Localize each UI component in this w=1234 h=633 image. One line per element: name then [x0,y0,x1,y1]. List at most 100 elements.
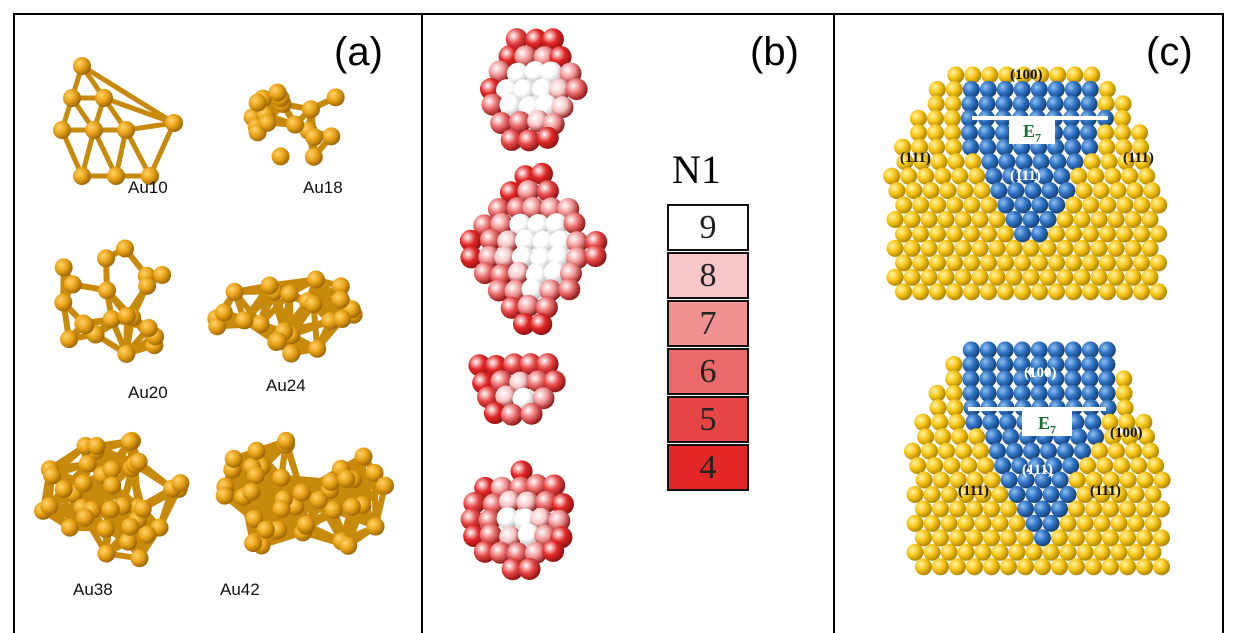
facet-label-111-center-bottom: (111) [1022,462,1053,478]
red-cluster-3-atom [468,354,491,377]
np-bottom-blue-atom [1047,384,1065,402]
au24-atom [282,344,301,363]
red-cluster-2-atom [494,246,517,269]
au38-atom [78,454,97,473]
np-top-blue-atom [1041,182,1059,200]
np-top-gold-atom [1138,167,1156,185]
np-bottom-gold-atom [915,558,932,576]
np-top-blue-atom [1064,138,1082,156]
red-cluster-3-atom [503,353,526,376]
np-top-blue-atom [1013,80,1031,98]
np-top-blue-atom [1047,80,1065,98]
au42-atom [215,486,234,505]
np-top-gold-atom [920,268,938,286]
np-bottom-blue-atom [1045,457,1063,475]
np-top-gold-atom [947,153,965,171]
np-bottom-blue-atom [1047,370,1065,388]
np-bottom-blue-atom [1034,500,1051,518]
np-bottom-gold-atom [1119,558,1136,576]
np-top-gold-atom [1083,153,1101,171]
red-cluster-2-atom [559,262,582,285]
np-top-gold-atom [937,268,955,286]
panel-b-label: (b) [750,30,799,74]
np-bottom-gold-atom [915,500,932,518]
np-top-blue-atom [1081,138,1099,156]
au10-atom [117,121,135,139]
np-top-gold-atom [946,283,963,301]
au38-atom [121,517,140,536]
red-cluster-2-atom [584,245,607,268]
np-bottom-gold-atom [923,543,941,561]
np-top-gold-atom [912,254,929,272]
red-cluster-4-atom [516,491,539,514]
au24-atom [251,315,270,334]
red-cluster-4-atom [496,507,519,530]
red-cluster-1-atom [551,96,574,119]
np-top-gold-atom [946,196,964,214]
au38-atom [103,476,122,495]
au42-atom [309,491,328,510]
np-bottom-blue-atom [1017,500,1034,518]
np-bottom-gold-atom [1085,471,1103,489]
np-bottom-blue-atom [1013,355,1031,373]
np-bottom-gold-atom [1068,529,1085,547]
np-top-gold-atom [1022,239,1040,257]
np-top-gold-atom [1014,254,1031,272]
np-bottom-gold-atom [1127,543,1145,561]
np-top-gold-atom [988,211,1006,228]
np-top-gold-atom [963,196,981,214]
np-top-blue-atom [1015,153,1033,171]
au10-atom [63,89,81,107]
red-cluster-2-atom [515,229,538,252]
np-bottom-gold-atom [1104,428,1122,446]
np-top-gold-atom [1092,182,1110,200]
red-cluster-1-atom [505,28,528,51]
panel-c-label: (c) [1146,30,1193,74]
np-top-gold-atom [903,211,921,228]
au18-atom [268,83,287,102]
np-bottom-blue-atom [985,428,1003,446]
np-top-gold-atom [1049,66,1067,84]
np-bottom-gold-atom [1113,457,1131,475]
red-cluster-1-atom [518,129,541,152]
np-top-gold-atom [928,80,946,98]
np-top-gold-atom [1150,283,1167,301]
red-cluster-4-atom [510,460,533,483]
facet-label-111-right-top: (111) [1123,150,1154,166]
np-bottom-gold-atom [946,399,964,417]
red-cluster-4-atom [535,490,558,513]
np-top-gold-atom [909,124,927,142]
np-top-gold-atom [895,196,913,214]
np-bottom-gold-atom [1153,471,1171,489]
np-bottom-gold-atom [1124,442,1142,460]
np-bottom-gold-atom [991,486,1009,503]
red-cluster-4-atom [479,523,502,546]
np-top-blue-atom [1063,95,1081,113]
au24-atom [331,290,350,309]
np-top-blue-atom [1029,95,1047,113]
np-top-gold-atom [1014,283,1031,301]
au42-atom [342,497,361,516]
np-top-gold-atom [920,211,938,228]
red-cluster-4-atom [525,474,548,497]
au20-atom [153,265,172,284]
edge-label-top: E7 [1009,118,1055,145]
np-top-gold-atom [1107,239,1125,257]
np-bottom-blue-atom [1013,370,1031,388]
np-bottom-gold-atom [945,384,963,402]
au38-atom [138,525,157,544]
au38-atom [133,499,152,518]
red-cluster-2-atom [500,296,523,319]
np-bottom-gold-atom [957,486,975,503]
np-top-gold-atom [927,95,945,113]
au18-atom [326,88,345,107]
np-top-gold-atom [934,167,952,185]
np-bottom-gold-atom [1121,428,1139,446]
np-bottom-gold-atom [1127,486,1145,503]
np-bottom-gold-atom [906,514,924,532]
np-top-gold-atom [981,66,999,84]
np-bottom-gold-atom [977,457,995,475]
np-top-gold-atom [1098,138,1116,156]
np-top-gold-atom [903,268,921,286]
np-bottom-gold-atom [1118,413,1136,431]
